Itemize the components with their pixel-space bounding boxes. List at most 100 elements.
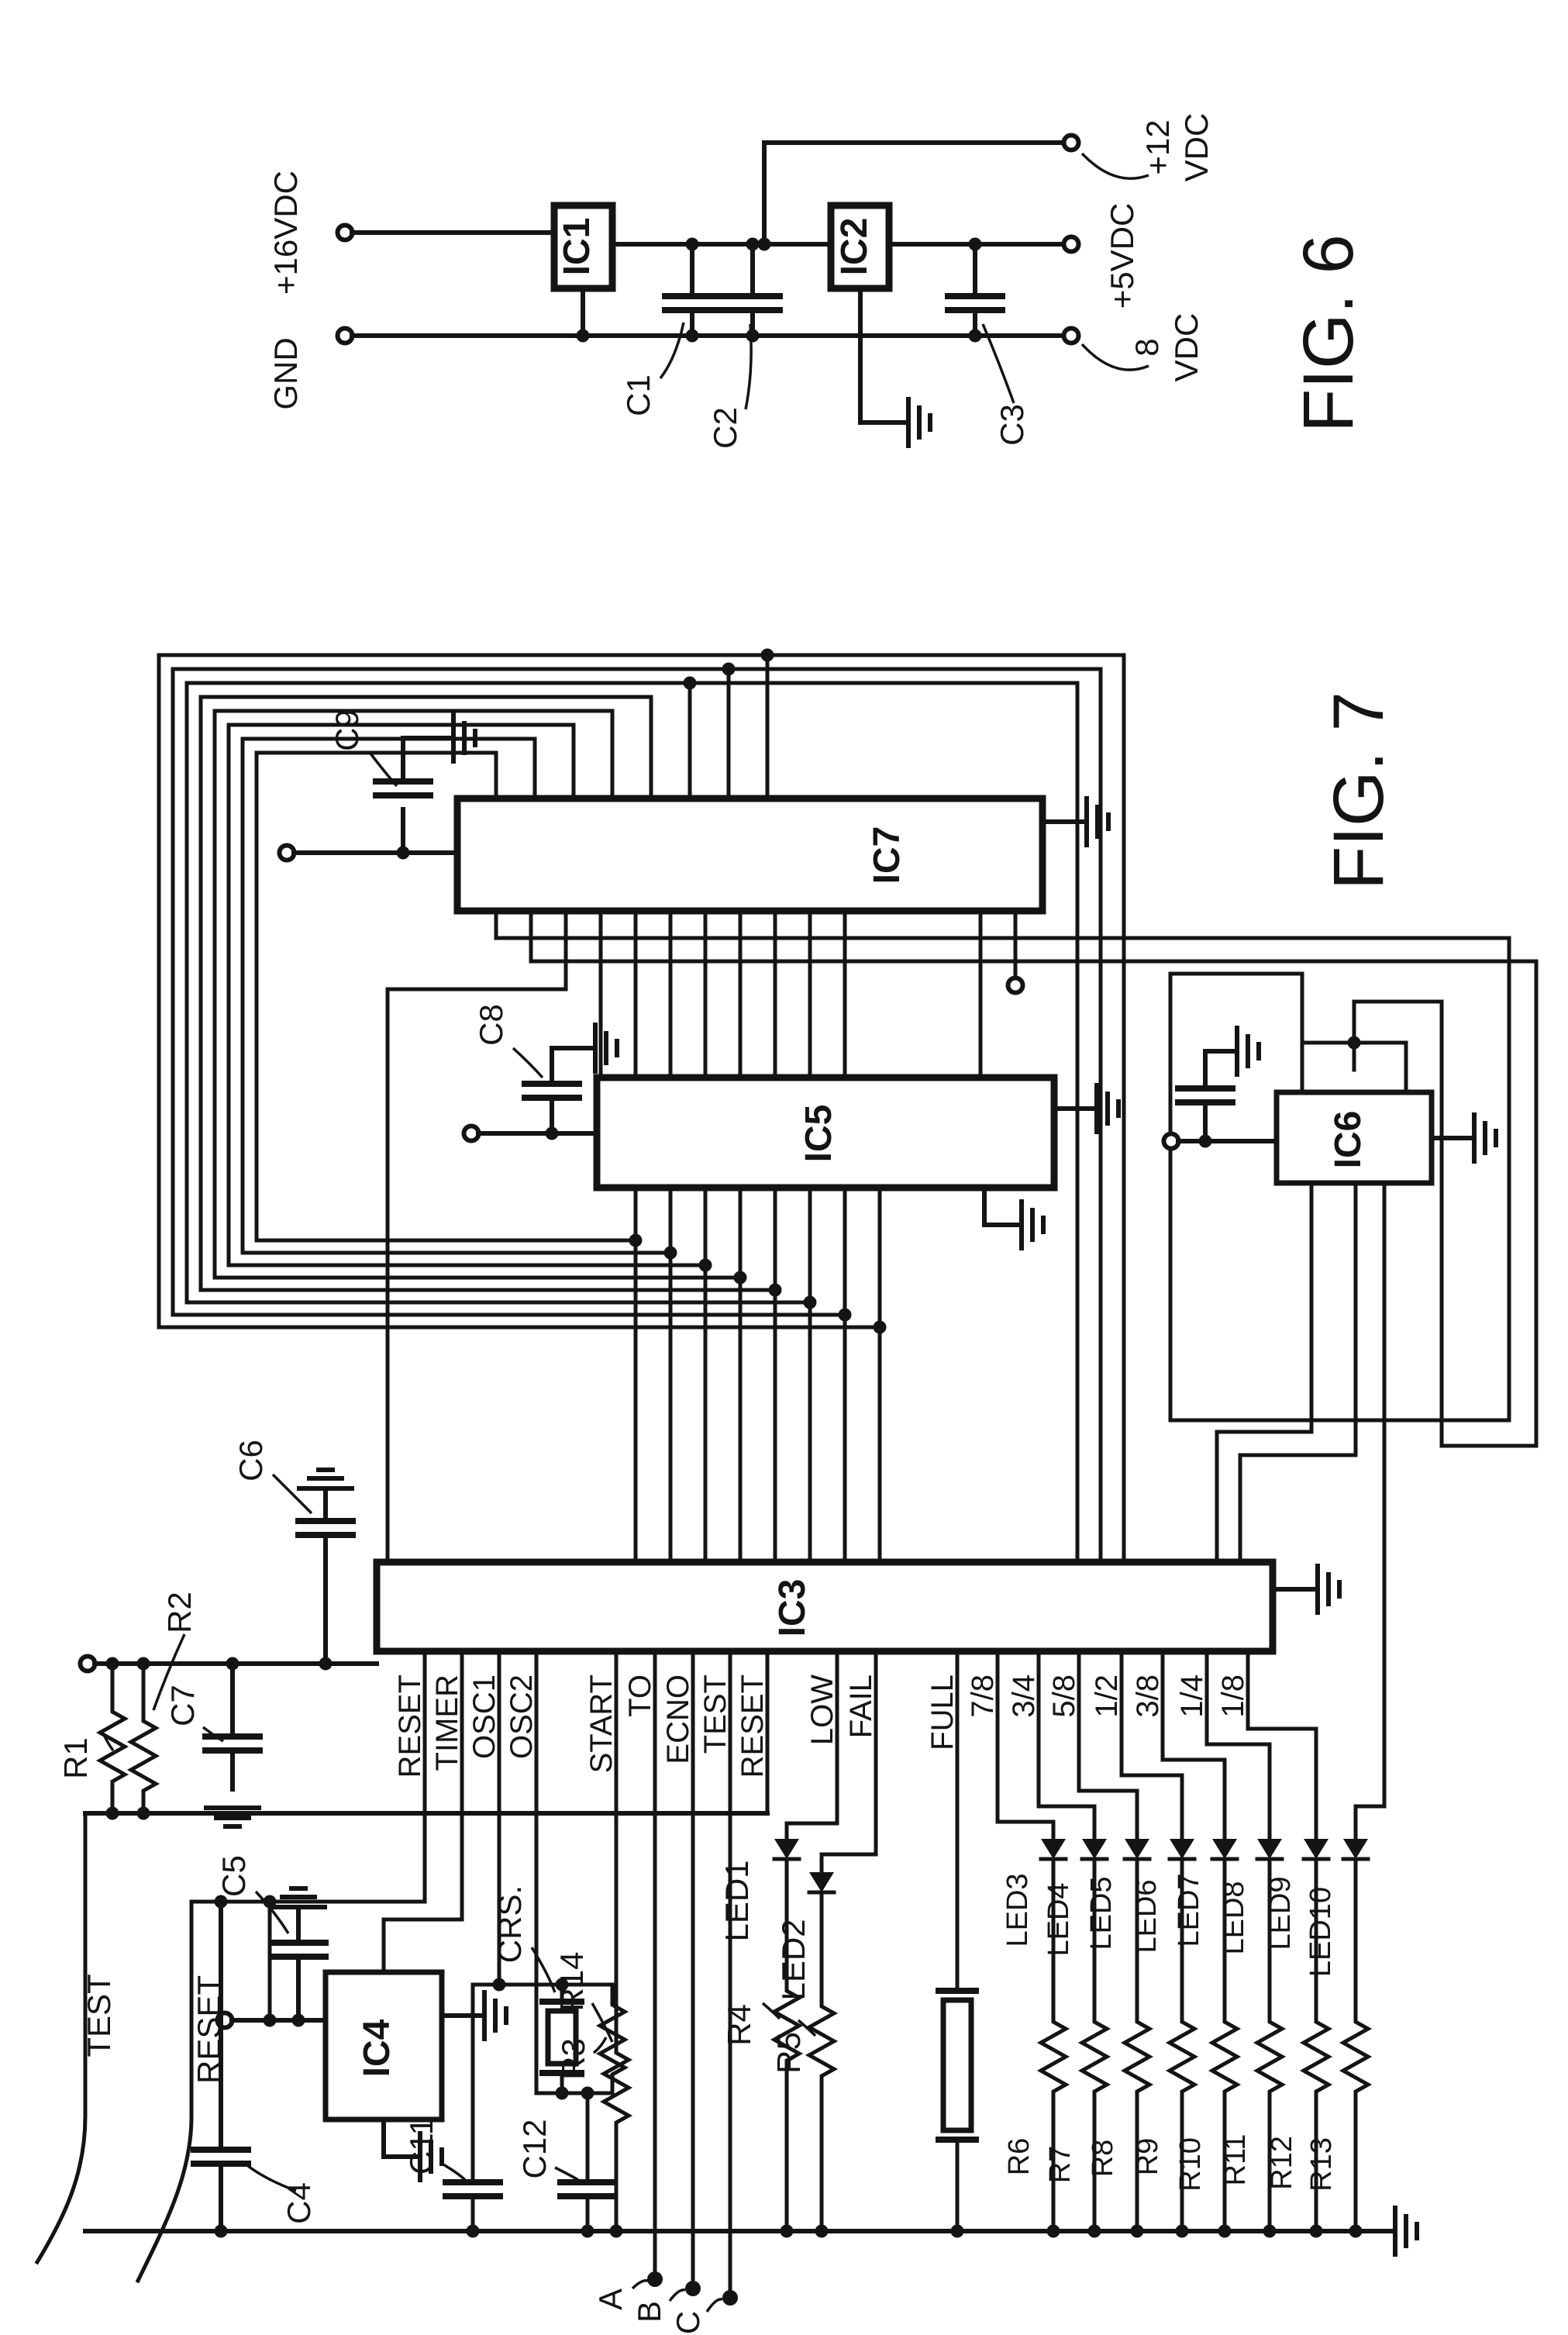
- label-c9: C9: [329, 709, 365, 751]
- label-16vdc: +16VDC: [267, 171, 304, 295]
- pin-label-reset: RESET: [393, 1675, 427, 1778]
- led7-diode: [1212, 1839, 1237, 1859]
- label-led10: LED10: [1304, 1887, 1337, 1977]
- junction-dot: [576, 329, 590, 343]
- label-led7: LED7: [1173, 1873, 1205, 1947]
- ic3-box: [373, 1558, 1277, 1655]
- pin-label-start: START: [584, 1675, 619, 1773]
- label-led9: LED9: [1264, 1876, 1297, 1950]
- point-b-terminal: [685, 2281, 701, 2296]
- label-test-input: TEST: [81, 1974, 117, 2057]
- leader: [554, 2166, 579, 2182]
- led5-diode: [1125, 1839, 1149, 1859]
- ic4-cluster: IC4 C5 C4: [194, 1855, 625, 2233]
- label-c6: C6: [233, 1440, 269, 1481]
- leader: [592, 2037, 608, 2054]
- label-point-b: B: [631, 2301, 667, 2323]
- label-c5: C5: [215, 1855, 252, 1897]
- output-bank: R14 A B C LED1 R4 LED2 R5: [83, 1839, 1417, 2334]
- label-r13: R13: [1305, 2137, 1338, 2192]
- label-ic5: IC5: [798, 1105, 839, 1163]
- pin-label-3-8: 3/8: [1131, 1675, 1165, 1718]
- leader: [443, 2163, 467, 2182]
- label-led8: LED8: [1218, 1881, 1250, 1954]
- terminal-8vdc: [1061, 326, 1081, 346]
- pin-label-osc1: OSC1: [467, 1675, 501, 1759]
- label-r3: R3: [555, 2038, 591, 2080]
- led6-diode: [1170, 1839, 1194, 1859]
- label-fig7-title: FIG. 7: [1319, 692, 1398, 890]
- label-r6: R6: [1003, 2138, 1036, 2176]
- buzzer-box: [940, 1997, 974, 2133]
- label-point-c: C: [670, 2311, 706, 2334]
- junction-dot: [746, 237, 760, 251]
- pin-label-3-4: 3/4: [1007, 1675, 1041, 1718]
- leader: [659, 322, 685, 380]
- ic3-cluster: IC3 C6 C7: [34, 1440, 1339, 2284]
- label-gnd: GND: [267, 337, 304, 409]
- label-r4: R4: [721, 2004, 757, 2046]
- label-12vdc-2: VDC: [1178, 113, 1215, 182]
- label-c3: C3: [994, 404, 1030, 446]
- label-c8: C8: [473, 1004, 509, 1046]
- ground-icon: [484, 1992, 506, 2039]
- fig7-circuit: C9 IC7 C8 IC: [34, 648, 1539, 2334]
- leader: [631, 2278, 649, 2290]
- label-8vdc-1: 8: [1129, 338, 1165, 356]
- reset-input-lead: [135, 2114, 194, 2284]
- junction-dot: [746, 329, 760, 343]
- junction-dot: [685, 237, 699, 251]
- label-c7: C7: [164, 1685, 201, 1726]
- leader-arc: [1080, 152, 1149, 181]
- ground-icon: [270, 1886, 327, 1909]
- pin-label-osc2: OSC2: [505, 1675, 539, 1759]
- ground-icon: [1237, 1028, 1259, 1074]
- leader: [668, 2288, 686, 2302]
- terminal-5vdc: [1061, 234, 1081, 254]
- ground-icon: [1395, 2208, 1417, 2254]
- point-a-terminal: [647, 2271, 663, 2287]
- leader: [512, 1047, 544, 1079]
- leader: [102, 1734, 115, 1752]
- ic3-pins: RESET TIMER OSC1 OSC2 START TO ECNO TEST…: [189, 1649, 1318, 2297]
- ground-icon: [595, 1025, 617, 1071]
- pin-label-test: TEST: [698, 1675, 732, 1754]
- led10-diode: [1343, 1839, 1368, 1859]
- label-led3: LED3: [1001, 1873, 1034, 1947]
- pin-label-ecno: ECNO: [661, 1675, 695, 1764]
- leader-arc: [1080, 343, 1149, 371]
- junction-dot: [685, 329, 699, 343]
- ground-icon: [1474, 1115, 1496, 1161]
- leader: [705, 2298, 723, 2313]
- led8-diode: [1257, 1839, 1282, 1859]
- leader: [246, 2164, 297, 2192]
- wire-12v: [762, 140, 1067, 247]
- ground-icon: [206, 1808, 259, 1826]
- pin-label-to: TO: [623, 1675, 657, 1717]
- led2-diode: [809, 1872, 834, 1892]
- bus-wires: [157, 648, 1126, 1564]
- leader: [369, 752, 398, 788]
- label-led2: LED2: [775, 1919, 812, 2000]
- label-led1: LED1: [719, 1860, 755, 1941]
- led4-diode: [1082, 1839, 1107, 1859]
- junction-dot: [968, 329, 982, 343]
- pin-label-full: FULL: [925, 1675, 960, 1750]
- label-12vdc-1: +12: [1139, 119, 1176, 174]
- c11-capacitor: [446, 2182, 500, 2196]
- led1-diode: [774, 1839, 799, 1859]
- pin-label-5-8: 5/8: [1047, 1675, 1081, 1718]
- leader: [591, 2002, 614, 2043]
- wire: [858, 286, 911, 425]
- label-ic1: IC1: [557, 218, 598, 276]
- label-8vdc-2: VDC: [1168, 313, 1204, 382]
- ic7-cluster: C9 IC7: [277, 653, 1539, 1564]
- label-r12: R12: [1266, 2136, 1298, 2190]
- junction-dot: [968, 237, 982, 251]
- leader: [981, 323, 1015, 404]
- label-c12: C12: [516, 2119, 553, 2178]
- r2-resistor: [131, 1715, 156, 1797]
- label-c11: C11: [403, 2117, 439, 2175]
- leader: [202, 1726, 224, 1743]
